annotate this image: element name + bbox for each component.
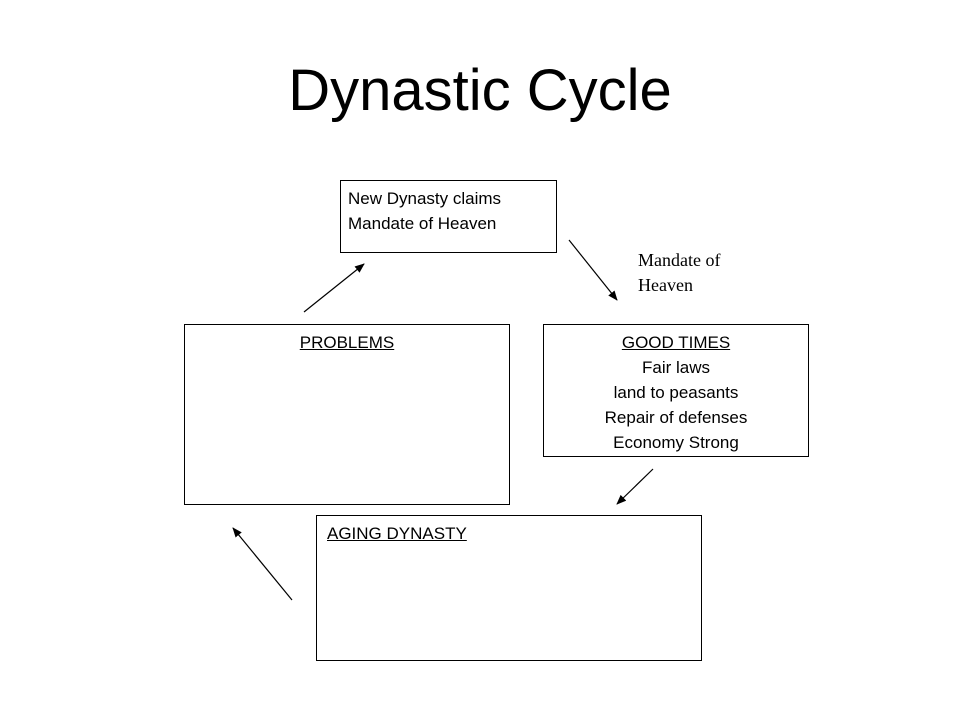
arrow-label-line-2: Heaven	[638, 275, 693, 295]
new-dynasty-box: New Dynasty claims Mandate of Heaven	[340, 180, 557, 253]
good-times-heading: GOOD TIMES	[621, 333, 731, 352]
good-times-line-1: Fair laws	[641, 358, 710, 377]
arrow-label-line-1: Mandate of	[638, 250, 721, 270]
aging-dynasty-heading: AGING DYNASTY	[327, 524, 467, 543]
slide-title: Dynastic Cycle	[288, 58, 672, 123]
good-times-box: GOOD TIMES Fair laws land to peasants Re…	[543, 324, 809, 457]
arrow-new-to-good	[568, 239, 618, 301]
arrow-good-to-aging	[616, 468, 654, 505]
problems-box: PROBLEMS	[184, 324, 510, 505]
good-times-line-2: land to peasants	[613, 383, 739, 402]
aging-dynasty-box: AGING DYNASTY	[316, 515, 702, 661]
good-times-line-4: Economy Strong	[613, 433, 739, 452]
problems-heading: PROBLEMS	[299, 333, 395, 352]
arrow-aging-to-problems	[232, 527, 293, 601]
arrow-problems-to-new	[303, 263, 365, 313]
mandate-arrow-label: Mandate of Heaven	[638, 248, 720, 298]
good-times-line-3: Repair of defenses	[604, 408, 748, 427]
new-dynasty-line-1: New Dynasty claims	[348, 189, 502, 208]
new-dynasty-line-2: Mandate of Heaven	[348, 214, 497, 233]
